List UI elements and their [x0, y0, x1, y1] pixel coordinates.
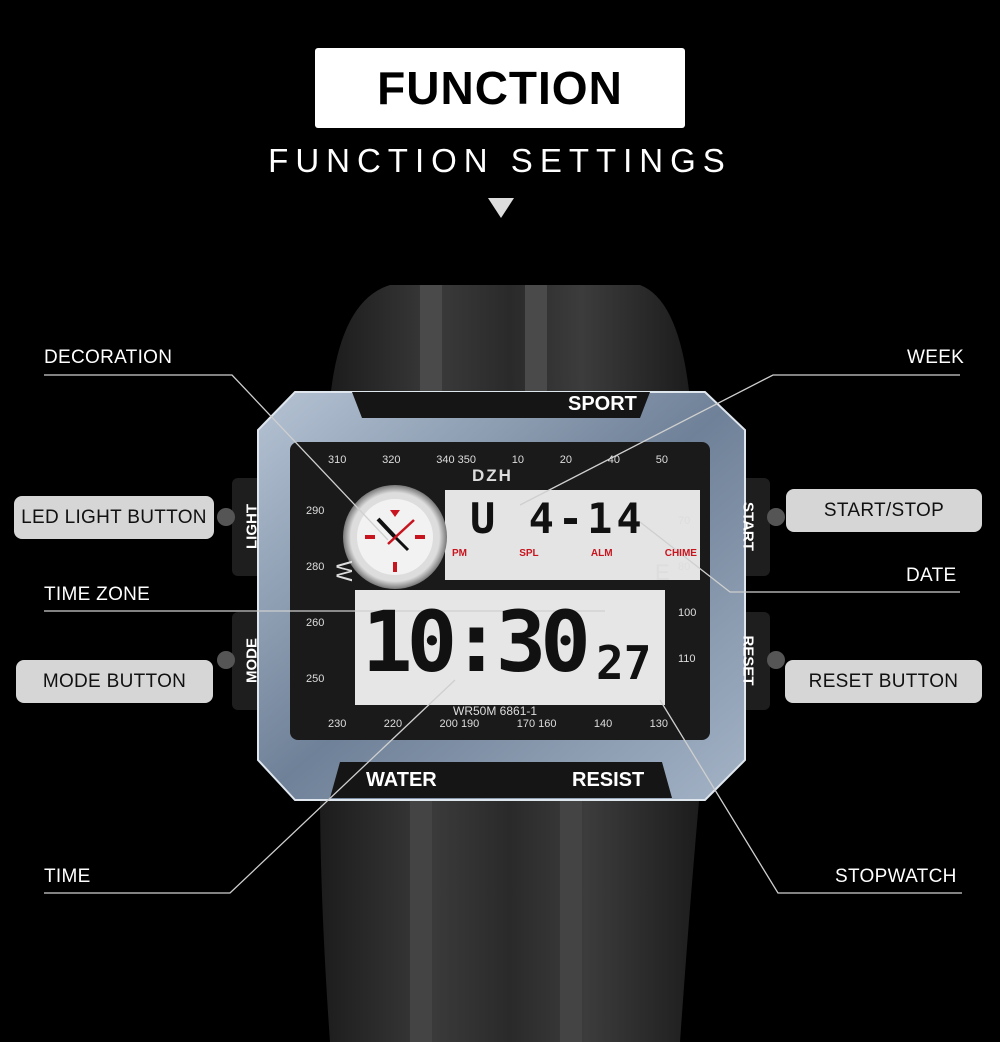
- bezel-number: 110: [678, 653, 696, 665]
- label-stopwatch: STOPWATCH: [835, 866, 957, 887]
- case-bottom-left-text: WATER: [366, 769, 437, 791]
- page-title: FUNCTION: [377, 62, 623, 114]
- label-time: TIME: [44, 866, 91, 887]
- down-arrow-icon: [488, 198, 514, 218]
- brand-logo: DZH: [472, 466, 513, 485]
- bezel-top-numbers: 310 320 340 350 10 20 40 50: [328, 454, 668, 466]
- bezel-number: 260: [306, 617, 325, 629]
- callout-lines: [44, 374, 962, 894]
- start-button-text: START: [739, 502, 757, 551]
- top-display: U 4-14: [470, 494, 646, 543]
- light-button-text: LIGHT: [243, 504, 261, 549]
- bezel-number: 220: [383, 718, 403, 730]
- label-mode-button: MODE BUTTON: [16, 660, 213, 703]
- seconds-display: 27: [596, 636, 652, 690]
- bezel-number: 250: [306, 673, 325, 685]
- title-box: FUNCTION: [315, 48, 685, 128]
- compass-e: E: [655, 560, 670, 585]
- label-week: WEEK: [907, 347, 965, 368]
- indicator-spl: SPL: [519, 548, 539, 559]
- bezel-bottom-numbers: 230 220 200 190 170 160 140 130: [328, 718, 668, 730]
- label-time-zone: TIME ZONE: [44, 584, 151, 605]
- bezel-number: 340 350: [436, 454, 476, 466]
- bezel-number: 70: [678, 515, 691, 527]
- bezel-number: 10: [511, 454, 524, 466]
- watch-strap-top: [330, 285, 690, 400]
- bezel-number: 50: [655, 454, 668, 466]
- watch-strap-bottom: [320, 790, 700, 1042]
- bezel-number: 130: [649, 718, 668, 730]
- bezel-number: 80: [678, 561, 691, 573]
- indicator-row: PM SPL ALM CHIME: [452, 548, 697, 559]
- bezel-number: 280: [306, 561, 325, 573]
- bezel-number: 200 190: [439, 718, 480, 730]
- reset-button-text: RESET: [739, 635, 757, 686]
- bezel-number: 140: [593, 718, 613, 730]
- bezel-number: 310: [328, 454, 347, 466]
- bezel-number: 40: [607, 454, 620, 466]
- indicator-pm: PM: [452, 548, 467, 559]
- main-lcd: [355, 590, 665, 705]
- bezel-right-numbers: 70 80 100 110: [678, 515, 696, 665]
- label-date: DATE: [906, 565, 957, 586]
- bezel-number: 320: [382, 454, 401, 466]
- label-start-stop: START/STOP: [786, 489, 982, 532]
- compass-w: W: [331, 560, 357, 582]
- model-text: WR50M 6861-1: [453, 704, 538, 718]
- bezel-left-numbers: 290 280 260 250: [306, 505, 324, 685]
- label-reset-button: RESET BUTTON: [785, 660, 982, 703]
- label-decoration: DECORATION: [44, 347, 173, 368]
- bezel-number: 100: [678, 607, 697, 619]
- page-subtitle: FUNCTION SETTINGS: [268, 142, 732, 179]
- case-bottom-right-text: RESIST: [572, 769, 645, 791]
- label-led-light-button: LED LIGHT BUTTON: [14, 496, 214, 539]
- bezel-number: 290: [306, 505, 325, 517]
- indicator-alm: ALM: [590, 548, 613, 559]
- main-time: 10:30: [362, 593, 591, 691]
- indicator-chime: CHIME: [664, 548, 697, 559]
- bezel-number: 170 160: [516, 718, 557, 730]
- bezel-number: 20: [559, 454, 572, 466]
- case-top-text: SPORT: [568, 393, 637, 415]
- mode-button-text: MODE: [243, 638, 261, 683]
- bezel-number: 230: [328, 718, 347, 730]
